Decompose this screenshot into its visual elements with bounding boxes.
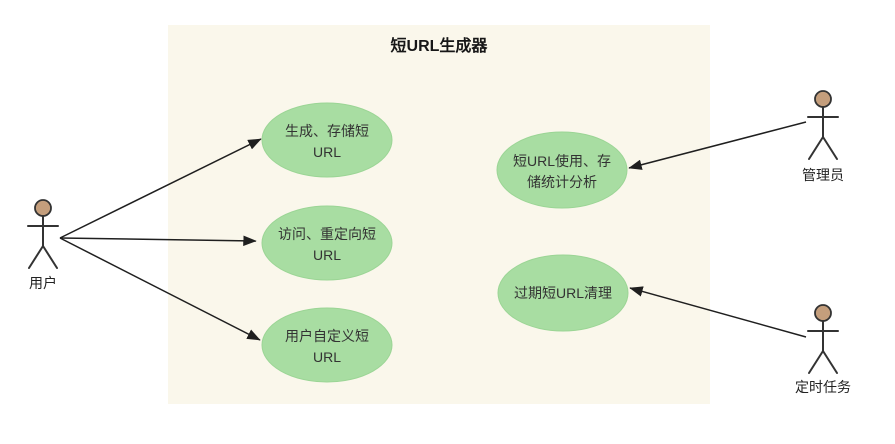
usecase-label-line2: URL [313,247,341,263]
arrow-user-to-custom [59,237,261,341]
actor-scheduled-task: 定时任务 [795,304,851,395]
actor-head-icon [814,90,832,108]
usecase-generate-store-short-url: 生成、存储短 URL [261,102,393,178]
usecase-ellipse [496,131,628,209]
usecase-label-line2: 储统计分析 [527,174,597,190]
actor-user-label: 用户 [29,275,57,291]
usecase-label-line1: 生成、存储短 [285,123,369,139]
usecase-custom-short-url: 用户自定义短 URL [261,307,393,383]
usecase-ellipse [261,205,393,281]
usecase-access-redirect-short-url: 访问、重定向短 URL [261,205,393,281]
usecase-label-line1: 过期短URL清理 [514,285,612,301]
arrow-user-to-generate-store [59,138,262,239]
actor-admin: 管理员 [802,90,844,183]
actor-admin-label: 管理员 [802,167,844,183]
actor-right-leg [42,245,58,269]
usecase-usage-stats-analysis: 短URL使用、存 储统计分析 [496,131,628,209]
actor-left-leg [808,136,824,160]
actor-head-icon [814,304,832,322]
usecase-label-line1: 访问、重定向短 [278,226,376,242]
system-boundary [168,25,710,404]
actor-head-icon [34,199,52,217]
diagram-title: 短URL生成器 [391,36,489,55]
usecase-label-line2: URL [313,144,341,160]
arrow-user-to-access-redirect [59,235,257,247]
usecase-label-line1: 用户自定义短 [285,328,369,344]
usecase-ellipse [261,307,393,383]
actor-right-leg [822,136,838,160]
arrow-admin-to-usage-stats [628,121,807,170]
actor-left-leg [808,350,824,374]
actor-scheduled-task-label: 定时任务 [795,379,851,395]
usecase-ellipse [261,102,393,178]
actor-right-leg [822,350,838,374]
actor-left-leg [28,245,44,269]
usecase-ellipse [497,254,629,332]
usecase-label-line2: URL [313,349,341,365]
actor-user: 用户 [27,199,59,291]
arrow-timer-to-cleanup [629,286,807,338]
usecase-label-line1: 短URL使用、存 [513,153,611,169]
usecase-expired-url-cleanup: 过期短URL清理 [497,254,629,332]
